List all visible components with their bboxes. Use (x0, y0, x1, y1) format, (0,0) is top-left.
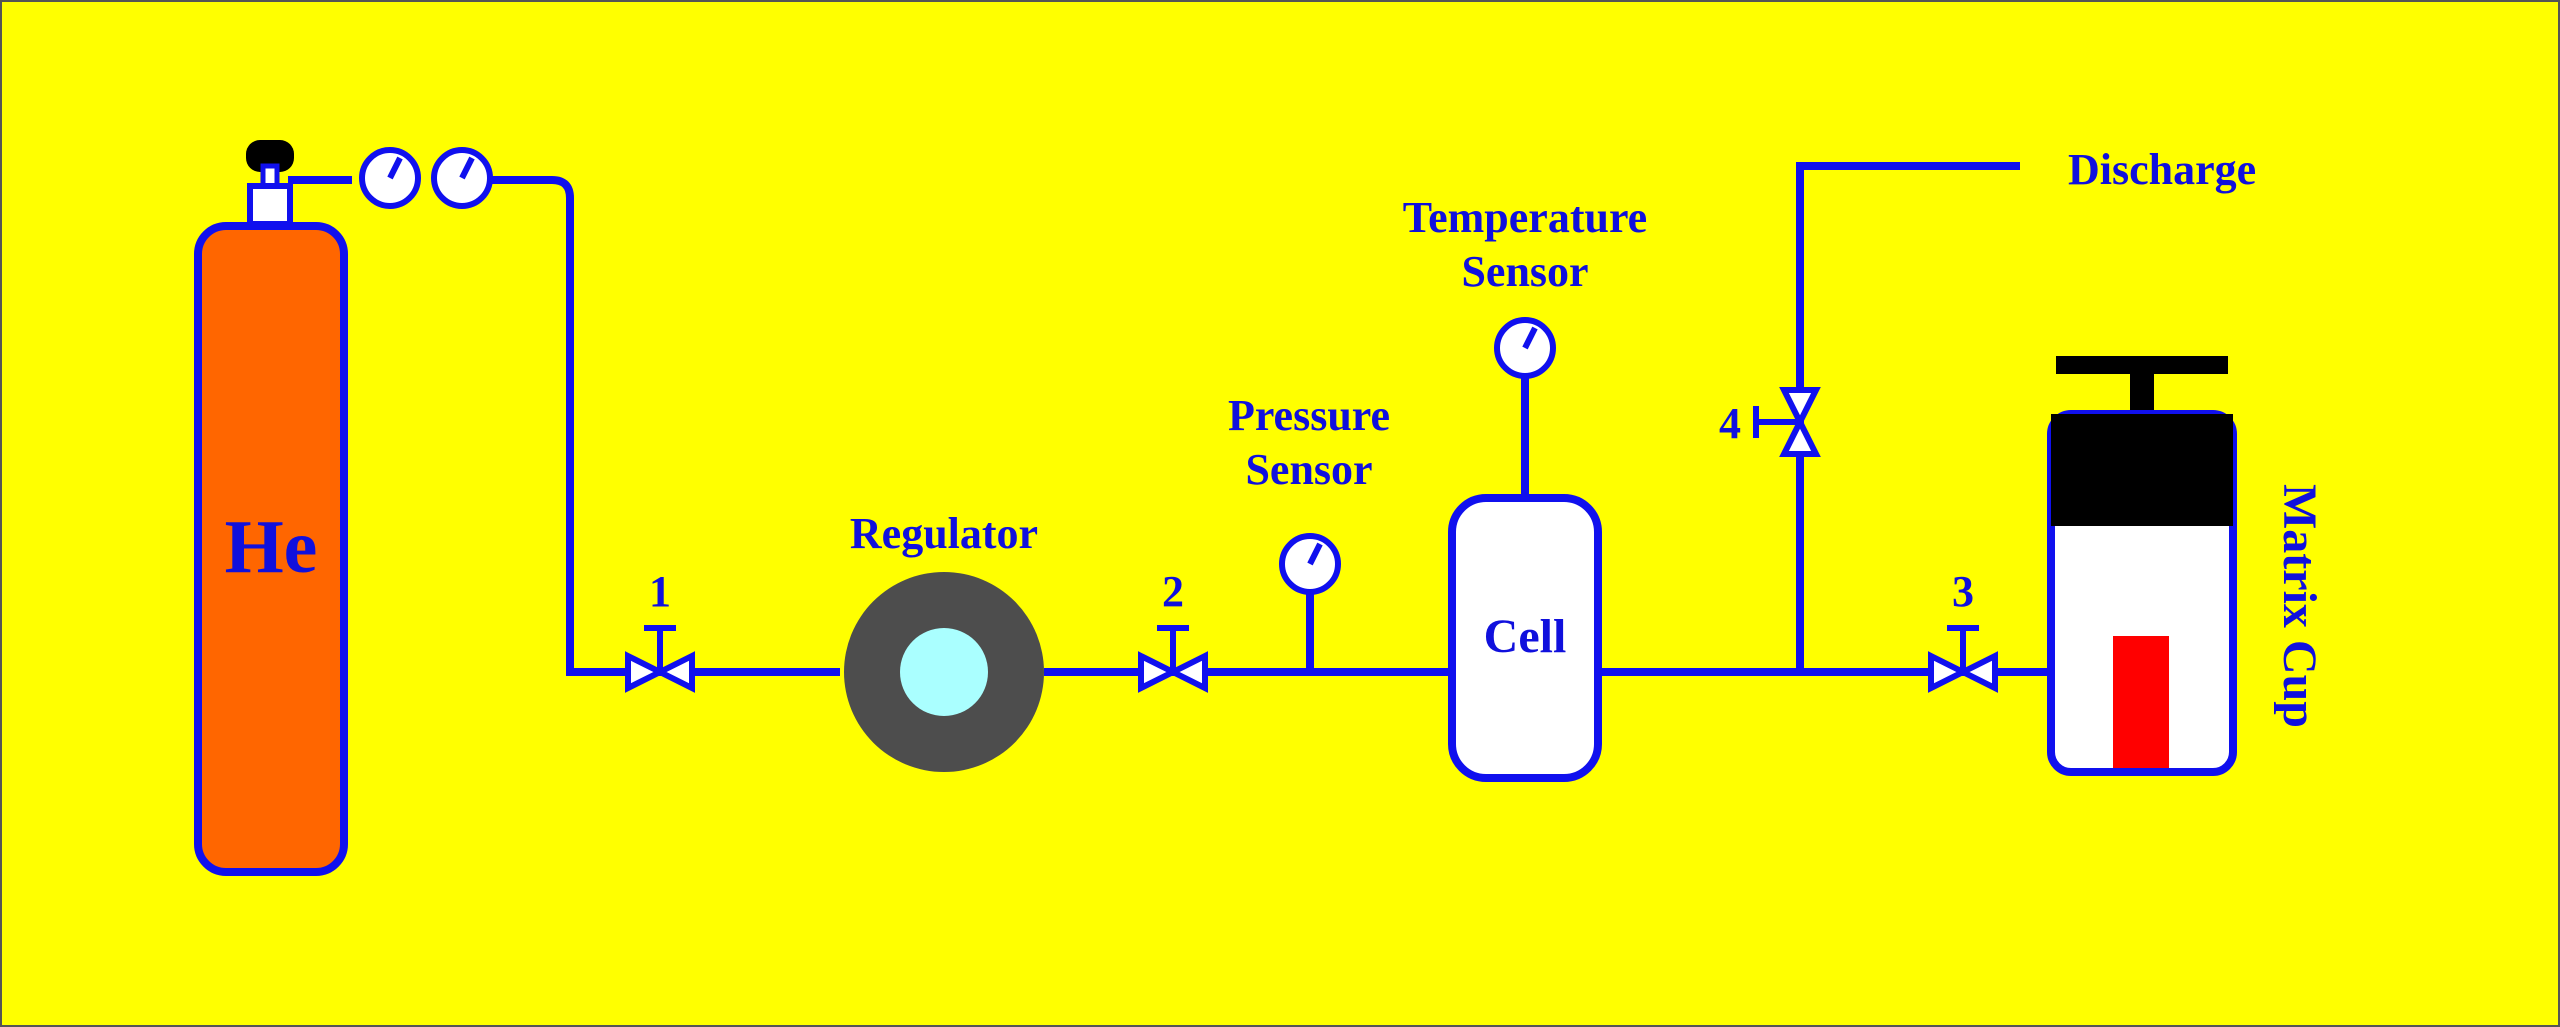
cell-body (1448, 494, 1602, 782)
cup-handle-bar (2056, 356, 2228, 374)
discharge-pipe (1796, 162, 2020, 672)
valve-2[interactable] (1138, 625, 1208, 693)
cup-cap (2051, 414, 2233, 526)
temperature-sensor-label-line1: Temperature (1403, 193, 1647, 242)
temperature-sensor-label-line2: Sensor (1461, 247, 1588, 296)
supply-pipe (288, 176, 840, 676)
cylinder-body (194, 222, 348, 876)
cylinder-valve (247, 183, 293, 227)
pressure-sensor-label-line1: Pressure (1228, 391, 1390, 440)
cylinder-label: He (225, 505, 318, 589)
valve-4-label: 4 (1719, 399, 1741, 448)
regulator (844, 572, 1044, 772)
valve-3[interactable] (1928, 625, 1998, 693)
matrix-cup-label: Matrix Cup (2273, 484, 2326, 728)
pressure-sensor (1279, 533, 1341, 595)
cell: Cell (1448, 494, 1602, 782)
matrix-cup (2047, 356, 2237, 776)
regulator-window (900, 628, 988, 716)
valve-2-label: 2 (1162, 567, 1184, 616)
cup-handle-stem (2130, 370, 2154, 416)
regulator-label: Regulator (850, 509, 1038, 558)
valve-3-label: 3 (1952, 567, 1974, 616)
sample (2113, 636, 2169, 768)
helium-cylinder: He (194, 140, 348, 876)
discharge-label: Discharge (2068, 145, 2256, 194)
pressure-sensor-label-line2: Sensor (1245, 445, 1372, 494)
valve-4[interactable] (1753, 387, 1821, 457)
temperature-sensor (1494, 317, 1556, 379)
cylinder-gauges (359, 147, 493, 209)
cylinder-cap (246, 140, 294, 172)
valve-1-label: 1 (649, 567, 671, 616)
cell-label: Cell (1484, 610, 1567, 663)
valve-1[interactable] (625, 625, 695, 693)
